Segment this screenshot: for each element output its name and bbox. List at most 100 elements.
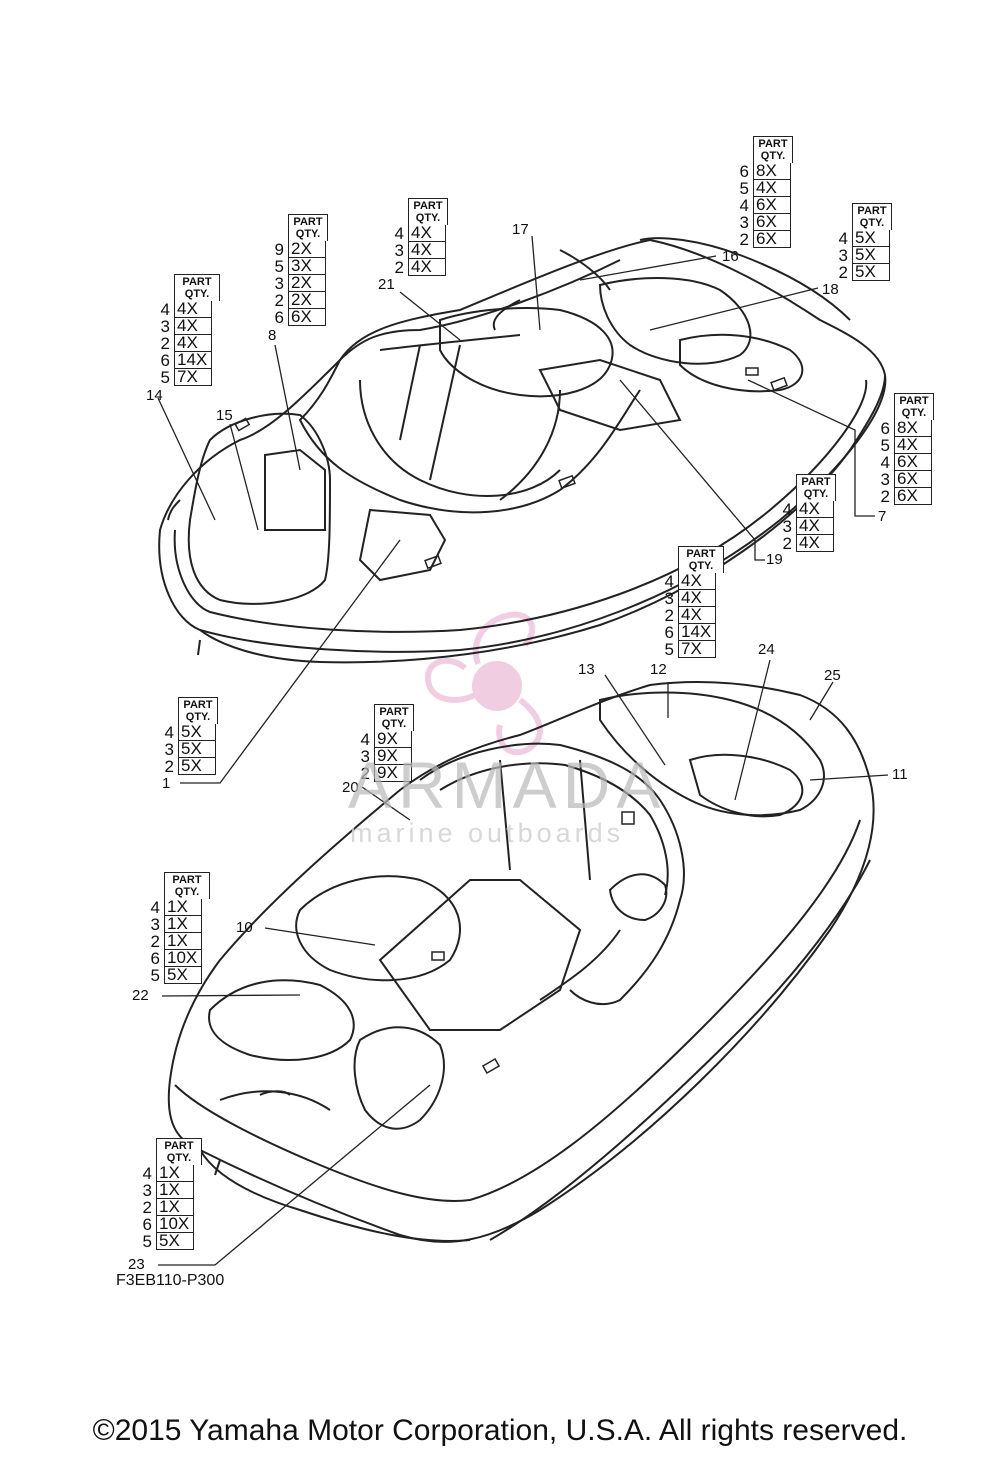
callout-12: 12	[650, 661, 667, 678]
part-qty: 14X	[678, 623, 716, 641]
part-qty: 5X	[178, 757, 216, 775]
part-qty: 9X	[374, 764, 412, 782]
part-number: 4	[150, 898, 160, 917]
part-number: 6	[150, 949, 160, 968]
part-number: 3	[880, 470, 890, 489]
part-qty: 5X	[164, 966, 202, 984]
part-qty: 6X	[894, 453, 932, 471]
part-number: 5	[739, 179, 749, 198]
part-number: 5	[160, 368, 170, 387]
part-number: 4	[880, 453, 890, 472]
part-number: 4	[142, 1164, 152, 1183]
part-qty: 1X	[164, 898, 202, 916]
part-number: 4	[160, 300, 170, 319]
part-qty: 4X	[174, 300, 212, 318]
part-number: 4	[394, 224, 404, 243]
part-qty: 4X	[678, 606, 716, 624]
upper-boat-drawing	[158, 237, 887, 664]
part-number: 5	[150, 966, 160, 985]
part-number: 4	[782, 500, 792, 519]
part-number: 2	[394, 258, 404, 277]
part-qty: 8X	[753, 162, 791, 180]
part-number: 3	[664, 589, 674, 608]
part-qty: 4X	[408, 224, 446, 242]
part-qty: 6X	[753, 230, 791, 248]
part-number: 6	[880, 419, 890, 438]
part-qty: 9X	[374, 730, 412, 748]
part-number: 3	[739, 213, 749, 232]
part-number: 3	[150, 915, 160, 934]
callout-11: 11	[892, 766, 908, 783]
callout-22: 22	[132, 987, 149, 1004]
part-qty: 4X	[408, 241, 446, 259]
callout-1: 1	[162, 775, 171, 792]
qty-header: PART QTY.	[164, 872, 210, 899]
part-qty: 4X	[408, 258, 446, 276]
part-qty: 1X	[156, 1164, 194, 1182]
part-qty: 5X	[178, 740, 216, 758]
part-number: 6	[160, 351, 170, 370]
qty-header: PART QTY.	[408, 198, 448, 225]
part-number: 3	[782, 517, 792, 536]
part-qty: 10X	[156, 1215, 194, 1233]
part-qty: 14X	[174, 351, 212, 369]
part-qty: 7X	[174, 368, 212, 386]
part-number: 2	[150, 932, 160, 951]
part-qty: 10X	[164, 949, 202, 967]
part-number: 5	[274, 257, 284, 276]
watermark-brand: ARMADA	[348, 748, 667, 822]
part-qty: 6X	[894, 487, 932, 505]
part-qty: 7X	[678, 640, 716, 658]
part-qty: 1X	[156, 1198, 194, 1216]
part-number: 6	[142, 1215, 152, 1234]
part-qty: 5X	[852, 246, 890, 264]
part-qty: 5X	[852, 229, 890, 247]
part-qty: 2X	[288, 274, 326, 292]
part-qty: 1X	[164, 932, 202, 950]
part-qty: 4X	[796, 534, 834, 552]
part-number: 4	[360, 730, 370, 749]
part-number: 5	[880, 436, 890, 455]
callout-21: 21	[378, 276, 395, 293]
callout-10: 10	[236, 919, 253, 936]
callout-7: 7	[878, 508, 887, 525]
part-number: 2	[880, 487, 890, 506]
callout-25: 25	[824, 667, 841, 684]
callout-18: 18	[822, 281, 839, 298]
leader-lines	[157, 235, 889, 1266]
part-qty: 4X	[796, 500, 834, 518]
qty-header: PART QTY.	[374, 704, 414, 731]
qty-header: PART QTY.	[174, 274, 220, 301]
part-number: 6	[739, 162, 749, 181]
qty-header: PART QTY.	[178, 697, 218, 724]
callout-17: 17	[512, 221, 529, 238]
callout-15: 15	[216, 407, 233, 424]
part-qty: 8X	[894, 419, 932, 437]
part-number: 3	[274, 274, 284, 293]
qty-header: PART QTY.	[796, 474, 836, 501]
part-number: 4	[164, 723, 174, 742]
part-number: 2	[164, 757, 174, 776]
part-qty: 2X	[288, 240, 326, 258]
callout-14: 14	[146, 387, 163, 404]
part-number: 4	[739, 196, 749, 215]
callout-20: 20	[342, 779, 359, 796]
part-number: 2	[838, 263, 848, 282]
part-number: 3	[838, 246, 848, 265]
part-qty: 1X	[164, 915, 202, 933]
part-qty: 4X	[753, 179, 791, 197]
part-number: 9	[274, 240, 284, 259]
copyright-footer: ©2015 Yamaha Motor Corporation, U.S.A. A…	[92, 1414, 908, 1447]
part-number: 6	[664, 623, 674, 642]
qty-header: PART QTY.	[288, 214, 328, 241]
part-number: 3	[394, 241, 404, 260]
part-number: 2	[664, 606, 674, 625]
part-number: 2	[274, 291, 284, 310]
qty-header: PART QTY.	[894, 393, 934, 420]
